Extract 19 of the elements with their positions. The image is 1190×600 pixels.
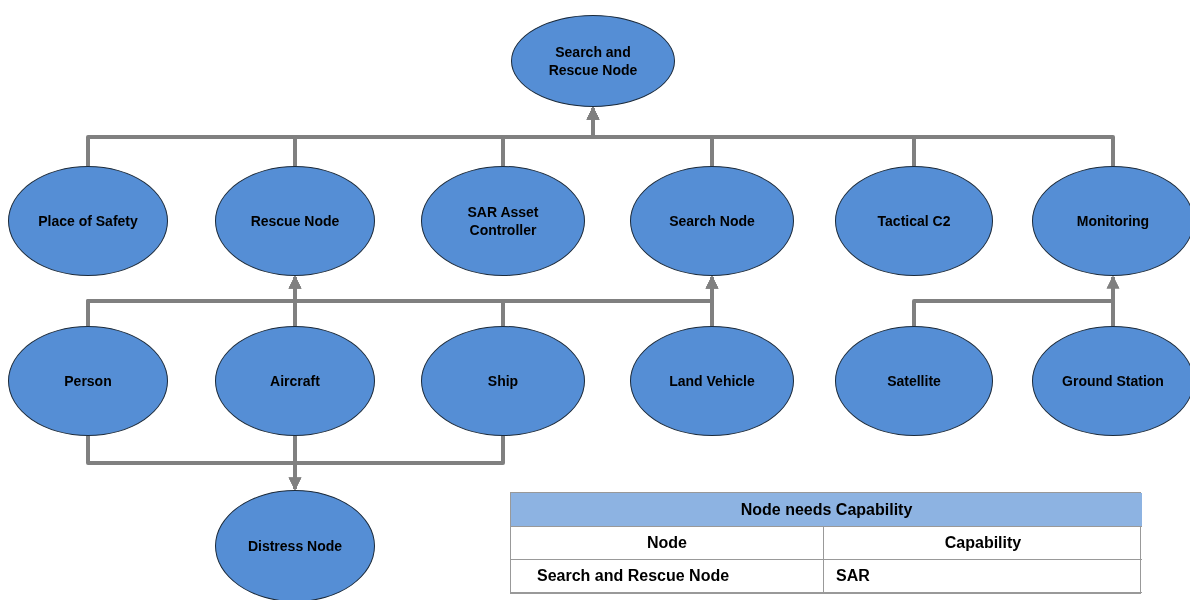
table-cell-text: Search and Rescue Node <box>537 567 730 585</box>
node-label: Search Node <box>669 212 755 230</box>
node-label: Tactical C2 <box>877 212 951 230</box>
node-label: SAR Asset Controller <box>466 203 540 239</box>
table-cell-text: SAR <box>836 567 870 585</box>
node-label: Rescue Node <box>250 212 340 230</box>
node-label: Distress Node <box>247 537 343 555</box>
node-label: Land Vehicle <box>669 372 755 390</box>
node-label: Aircraft <box>270 372 320 390</box>
table-title: Node needs Capability <box>740 500 913 519</box>
column-header: Capability <box>944 534 1022 552</box>
node-label: Search and Rescue Node <box>547 43 639 79</box>
column-header: Node <box>647 534 687 552</box>
node-label: Ground Station <box>1062 372 1164 390</box>
node-label: Person <box>64 372 112 390</box>
node-label: Monitoring <box>1076 212 1150 230</box>
node-label: Ship <box>487 372 519 390</box>
node-label: Satellite <box>887 372 941 390</box>
node-label: Place of Safety <box>38 212 138 230</box>
